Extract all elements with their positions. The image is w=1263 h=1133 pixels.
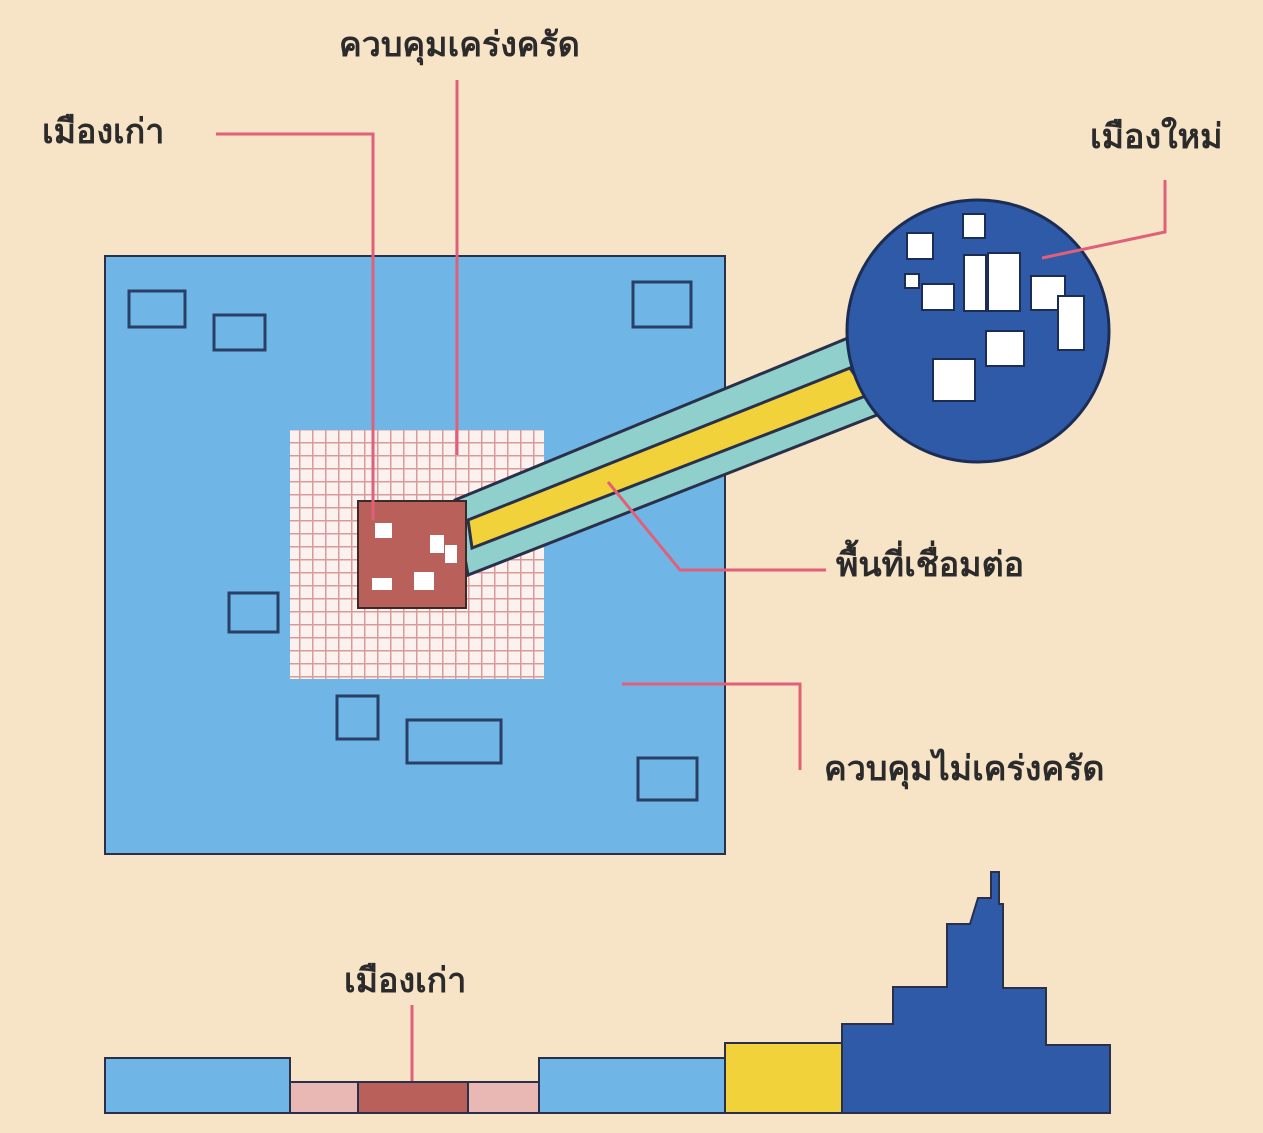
new-city-circle <box>845 198 1111 464</box>
section-old-city <box>357 1081 469 1114</box>
label-new-city: เมืองใหม่ <box>1090 117 1223 157</box>
building <box>906 232 934 260</box>
leader-new-city <box>1041 180 1167 260</box>
block-outline <box>631 280 693 329</box>
section-strict-right <box>467 1081 540 1114</box>
label-old-city-bottom: เมืองเก่า <box>344 961 467 1001</box>
new-city-buildings <box>904 213 1085 402</box>
building <box>445 545 457 563</box>
building <box>962 213 986 239</box>
section-new-city-skyline <box>841 871 1111 1114</box>
building <box>985 330 1025 367</box>
building <box>375 523 392 538</box>
building <box>904 273 920 289</box>
blue-zone-blocks <box>127 280 699 802</box>
building <box>414 572 434 590</box>
building <box>921 283 955 311</box>
building <box>430 535 444 553</box>
building <box>932 358 976 402</box>
block-outline <box>636 756 699 802</box>
label-strict-control: ควบคุมเคร่งครัด <box>339 25 580 65</box>
label-not-strict-control: ควบคุมไม่เคร่งครัด <box>824 749 1105 789</box>
section-strict-left <box>289 1081 359 1114</box>
section-connection <box>724 1042 843 1114</box>
block-outline <box>127 289 187 329</box>
block-outline <box>335 694 380 741</box>
building <box>987 252 1021 312</box>
cross-section <box>104 871 1111 1114</box>
building <box>372 578 392 590</box>
label-old-city: เมืองเก่า <box>42 112 165 152</box>
building <box>963 254 987 312</box>
label-connection-area: พื้นที่เชื่อมต่อ <box>836 545 1025 585</box>
leader-lines <box>216 80 1167 1090</box>
leader-not-strict <box>622 682 802 770</box>
building <box>1057 295 1085 351</box>
block-outline <box>227 591 280 634</box>
block-outline <box>212 313 267 352</box>
leader-old-city <box>216 132 375 520</box>
section-loose-right <box>538 1057 726 1114</box>
leader-connection <box>606 481 826 572</box>
section-loose-left <box>104 1057 291 1114</box>
old-city-buildings <box>372 523 457 590</box>
block-outline <box>405 718 503 765</box>
